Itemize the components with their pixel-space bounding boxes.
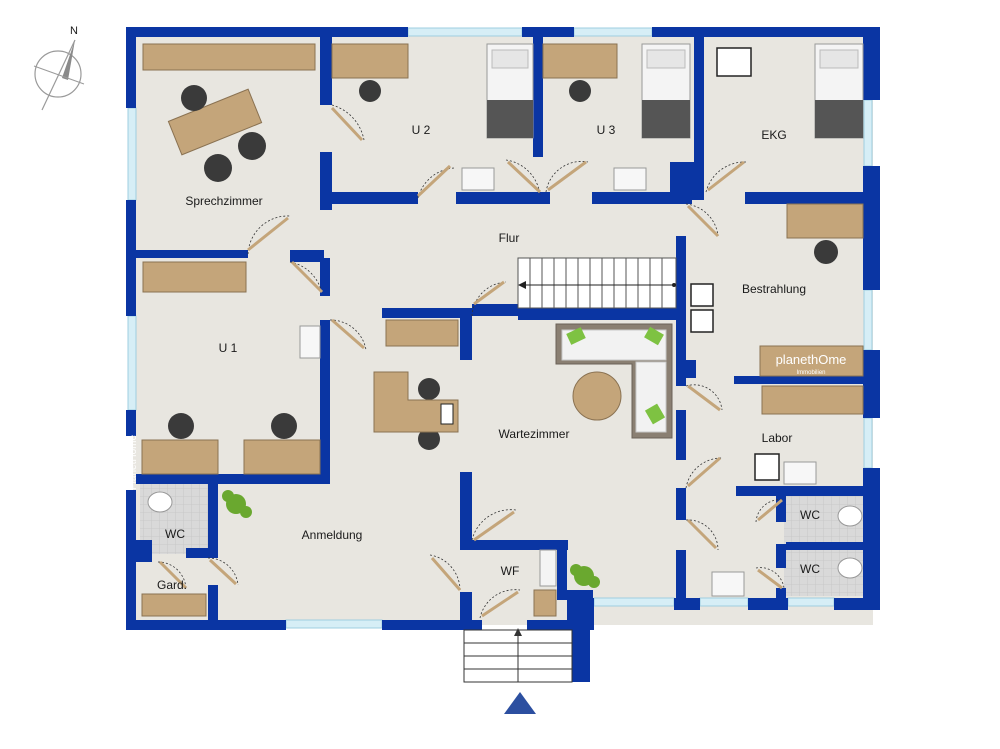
- label-sprechzimmer: Sprechzimmer: [185, 194, 262, 208]
- label-wartezimmer: Wartezimmer: [499, 427, 570, 441]
- label-u3: U 3: [597, 123, 616, 137]
- compass-north-label: N: [70, 25, 78, 37]
- label-wc-left: WC: [165, 527, 185, 541]
- furniture: [141, 43, 864, 617]
- label-u1: U 1: [219, 341, 238, 355]
- compass-icon: N: [33, 25, 85, 111]
- entrance-stairs: [463, 628, 573, 683]
- walls: [126, 27, 880, 682]
- label-anmeldung: Anmeldung: [302, 528, 363, 542]
- planethome-vertical-watermark: PlanetHome: [128, 435, 139, 490]
- staircase: [517, 257, 677, 309]
- label-wf: WF: [501, 564, 520, 578]
- label-ekg: EKG: [761, 128, 786, 142]
- room-labels: Sprechzimmer U 2 U 3 EKG Flur Bestrahlun…: [157, 123, 820, 592]
- label-wc-right-bottom: WC: [800, 562, 820, 576]
- label-labor: Labor: [762, 431, 793, 445]
- entrance-arrow-icon: [504, 692, 536, 714]
- label-flur: Flur: [499, 231, 520, 245]
- label-bestrahlung: Bestrahlung: [742, 282, 806, 296]
- label-gard: Gard.: [157, 578, 187, 592]
- label-wc-right-top: WC: [800, 508, 820, 522]
- logo-subtitle-text: Immobilien: [796, 370, 825, 376]
- label-u2: U 2: [412, 123, 431, 137]
- door-leaves: [158, 106, 783, 618]
- logo-brand-text: planethOme: [776, 352, 847, 367]
- planethome-logo: planethOme Immobilien: [759, 345, 864, 377]
